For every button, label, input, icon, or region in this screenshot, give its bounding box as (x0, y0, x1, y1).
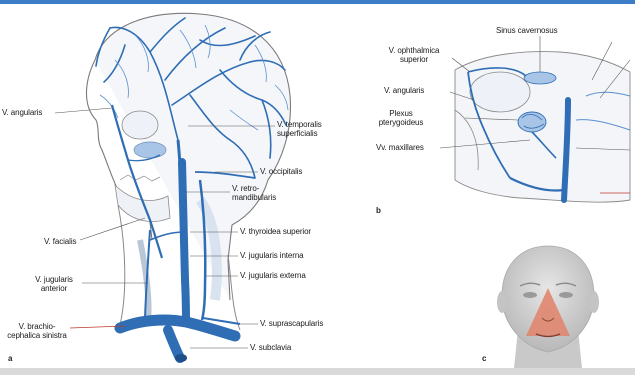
label-v-subclavia: V. subclavia (250, 343, 291, 352)
label-v-suprascapularis: V. suprascapularis (260, 319, 323, 328)
panel-c-drawing (497, 246, 599, 368)
orbit-b (470, 72, 530, 112)
label-v-jugularis-anterior: V. jugularis anterior (26, 275, 82, 293)
eye-right (559, 292, 573, 298)
ear-right (589, 291, 599, 313)
label-plexus: Plexus pterygoideus (370, 109, 432, 127)
label-v-temporalis: V. temporalis superficialis (277, 120, 322, 138)
brachiocephalic-vein (120, 320, 235, 336)
label-v-occipitalis: V. occipitalis (260, 167, 302, 176)
panel-label-b: b (376, 206, 381, 215)
eye-left (523, 292, 537, 298)
label-v-thyroidea: V. thyroidea superior (240, 227, 311, 236)
sinus-cavernosus (524, 72, 556, 84)
panel-label-a: a (8, 354, 12, 363)
top-border (0, 0, 635, 4)
pterygoid-plexus (518, 112, 546, 132)
panel-b-drawing (440, 36, 630, 202)
label-v-facialis: V. facialis (44, 237, 76, 246)
vein-stump (175, 354, 187, 362)
label-sinus-cavernosus: Sinus cavernosus (496, 26, 558, 35)
ear-left (497, 291, 507, 313)
label-v-retromandibularis: V. retro- mandibularis (232, 184, 276, 202)
label-v-brachiocephalica: V. brachio- cephalica sinistra (2, 322, 72, 340)
label-v-jugularis-externa: V. jugularis externa (240, 271, 306, 280)
subclavian-vein (168, 330, 180, 358)
label-vv-maxillares: Vv. maxillares (376, 143, 424, 152)
internal-jugular-vein (182, 162, 186, 322)
cheek-plexus (134, 142, 166, 158)
neck-front (118, 205, 125, 325)
label-v-angularis-b: V. angularis (384, 86, 424, 95)
label-v-jugularis-interna: V. jugularis interna (240, 251, 304, 260)
panel-label-c: c (482, 354, 486, 363)
label-v-ophthalmica: V. ophthalmica superior (374, 46, 454, 64)
page-edge (0, 368, 635, 375)
label-v-angularis-a: V. angularis (2, 108, 42, 117)
teeth (120, 175, 160, 181)
orbit (122, 111, 158, 139)
